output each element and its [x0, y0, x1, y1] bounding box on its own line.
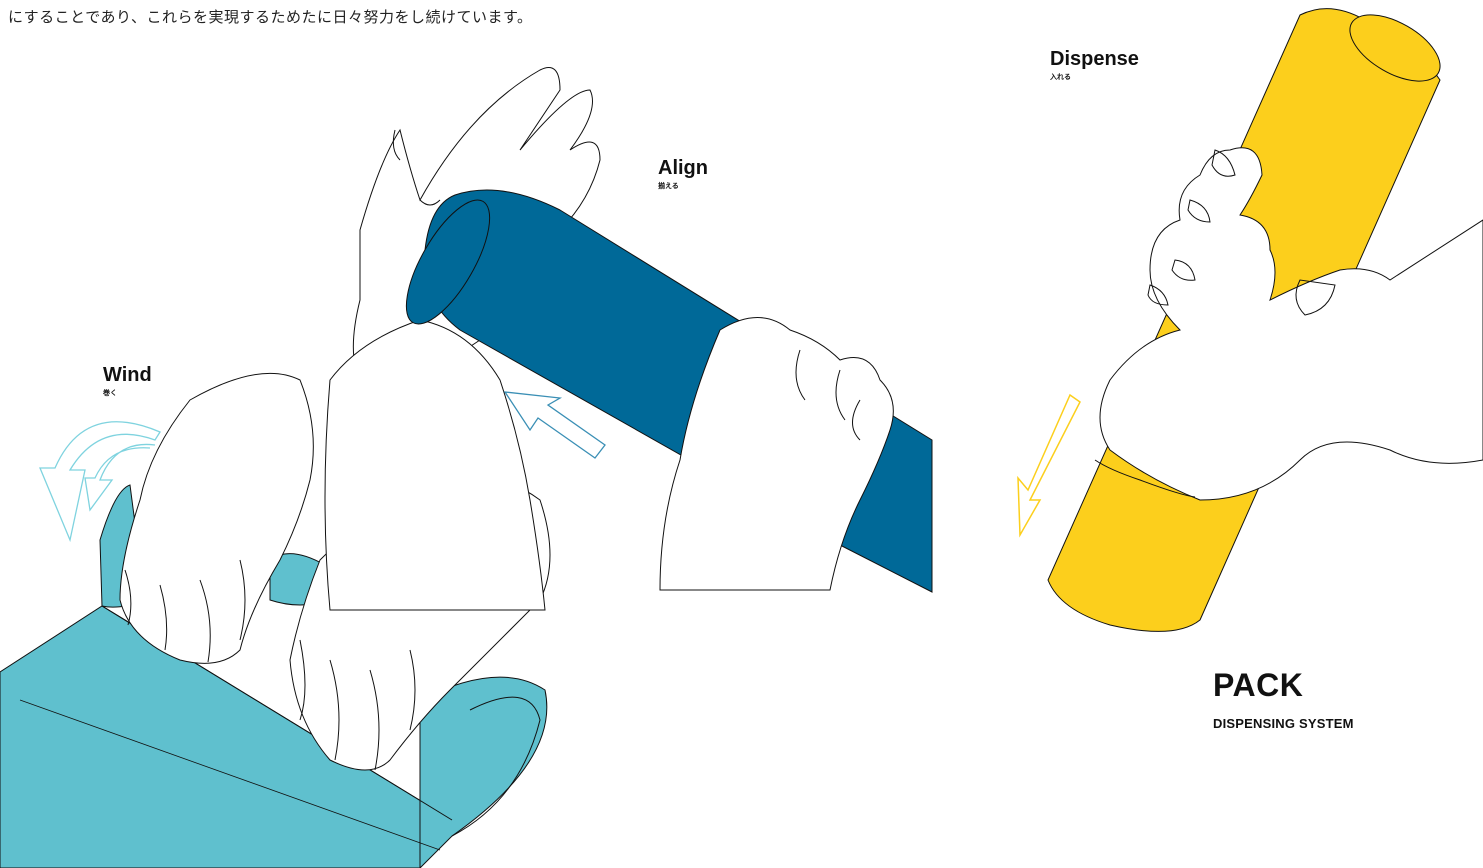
dispense-label: Dispense 入れる	[1050, 48, 1139, 82]
intro-text: にすることであり、これらを実現するためたに日々努力をし続けています。	[8, 8, 533, 26]
wind-label-jp: 巻く	[103, 389, 117, 397]
align-label-jp: 揃える	[658, 182, 679, 190]
brand-subtitle: DISPENSING SYSTEM	[1213, 716, 1354, 731]
dispense-label-en: Dispense	[1050, 48, 1139, 70]
wind-label-en: Wind	[103, 364, 152, 386]
align-illustration	[324, 67, 933, 611]
wind-illustration	[0, 372, 551, 868]
wind-hand-left	[119, 372, 314, 664]
align-label-en: Align	[658, 157, 708, 179]
brand-title: PACK	[1213, 667, 1304, 703]
teal-roll	[419, 676, 548, 868]
dispense-label-jp: 入れる	[1050, 73, 1071, 81]
curved-arrow-icon	[39, 421, 161, 543]
align-label: Align 揃える	[658, 157, 708, 191]
wrist	[324, 319, 546, 611]
wind-label: Wind 巻く	[103, 364, 152, 398]
outline-arrow-icon-yellow	[1017, 393, 1081, 538]
outline-arrow-icon	[503, 391, 606, 459]
align-hand-front	[659, 317, 894, 591]
dispense-hand	[1099, 147, 1483, 501]
dispense-illustration	[1017, 8, 1483, 632]
brand-block: PACK DISPENSING SYSTEM	[1213, 667, 1354, 731]
